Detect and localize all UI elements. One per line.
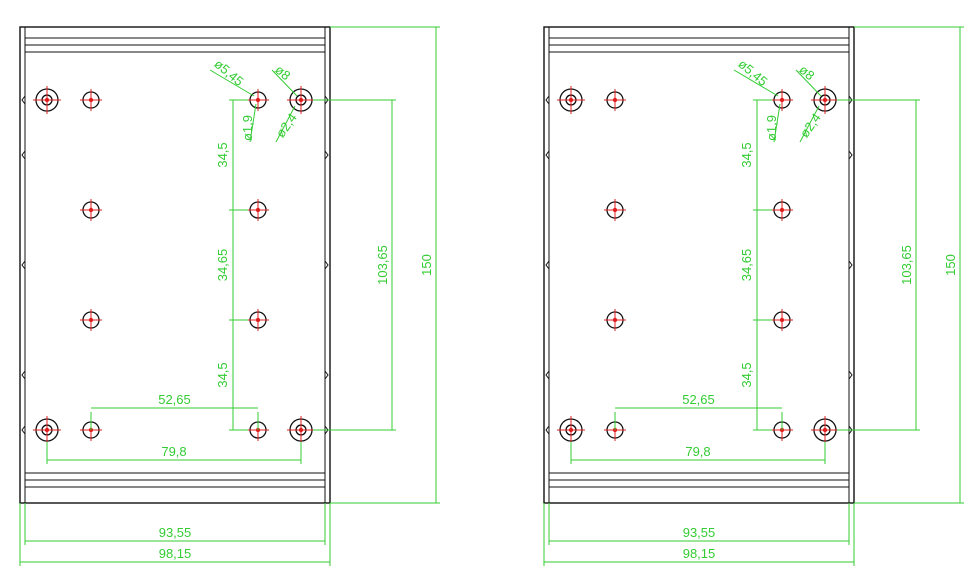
left-notch	[21, 425, 26, 435]
enclosure-view-left: 34,5 34,65 34,5 103,65 150 52,65 79,8 93,55 98,1…	[19, 26, 440, 566]
right-notch	[324, 370, 329, 380]
width-inner-label: 93,55	[159, 525, 192, 540]
width-total-label: 98,15	[683, 546, 716, 561]
leader-dia-outer	[209, 69, 255, 97]
hole-dia-small-label: ø1,9	[764, 115, 779, 141]
leader-dia-small	[773, 103, 781, 143]
pcb-hole	[771, 309, 793, 331]
left-notch	[21, 370, 26, 380]
pcb-hole	[247, 199, 269, 221]
width-outer-holes-label: 79,8	[685, 444, 710, 459]
leader-dia-large	[271, 69, 298, 97]
hole-center	[779, 207, 785, 213]
hole-dia-outer-label: ø5,45	[211, 56, 246, 89]
hole-center	[612, 317, 618, 323]
height-total-label: 150	[419, 254, 434, 276]
hole-center	[298, 97, 304, 103]
left-notch	[21, 150, 26, 160]
mount-hole-large	[811, 416, 839, 444]
pcb-hole	[604, 89, 626, 111]
hole-dia-small-label: ø1,9	[240, 115, 255, 141]
right-notch	[324, 260, 329, 270]
hole-center	[779, 97, 785, 103]
hole-center	[44, 427, 50, 433]
left-notch	[545, 260, 550, 270]
right-notch	[848, 260, 853, 270]
hole-center	[44, 97, 50, 103]
pitch-label-1: 34,5	[215, 142, 230, 167]
hole-dia-large-label: ø8	[272, 62, 293, 83]
mount-hole-large	[287, 416, 315, 444]
hole-center	[822, 427, 828, 433]
pcb-hole	[771, 89, 793, 111]
hole-center	[255, 317, 261, 323]
pitch-label-3: 34,5	[739, 362, 754, 387]
left-notch	[545, 370, 550, 380]
enclosure-view-right: 34,5 34,65 34,5 103,65 150 52,65 79,8 93,55 98,1…	[543, 26, 964, 566]
hole-center	[612, 207, 618, 213]
height-holes-label: 103,65	[375, 245, 390, 285]
width-inner-holes-label: 52,65	[158, 392, 191, 407]
hole-center	[779, 317, 785, 323]
leader-dia-large	[795, 69, 822, 97]
hole-center	[255, 97, 261, 103]
pitch-label-2: 34,65	[739, 249, 754, 282]
pcb-hole	[604, 309, 626, 331]
leader-dia-mid	[799, 105, 820, 143]
right-notch	[848, 370, 853, 380]
left-notch	[545, 150, 550, 160]
leader-dia-outer	[733, 69, 779, 97]
pcb-hole	[247, 309, 269, 331]
hole-center	[822, 97, 828, 103]
pcb-hole	[247, 89, 269, 111]
leader-dia-small	[249, 103, 257, 143]
pcb-hole	[80, 309, 102, 331]
hole-center	[88, 97, 94, 103]
hole-center	[255, 207, 261, 213]
enclosure-body	[19, 26, 331, 504]
pcb-hole	[771, 199, 793, 221]
height-total-label: 150	[943, 254, 958, 276]
hole-center	[88, 207, 94, 213]
width-inner-holes-label: 52,65	[682, 392, 715, 407]
hole-center	[88, 317, 94, 323]
left-notch	[545, 425, 550, 435]
right-notch	[848, 150, 853, 160]
mount-hole-large	[33, 86, 61, 114]
width-outer-holes-label: 79,8	[161, 444, 186, 459]
left-notch	[545, 95, 550, 105]
hole-center	[568, 427, 574, 433]
enclosure-body	[543, 26, 855, 504]
hole-center	[612, 97, 618, 103]
pitch-label-2: 34,65	[215, 249, 230, 282]
mount-hole-large	[557, 86, 585, 114]
pitch-label-1: 34,5	[739, 142, 754, 167]
height-holes-label: 103,65	[899, 245, 914, 285]
mount-hole-large	[557, 416, 585, 444]
width-total-label: 98,15	[159, 546, 192, 561]
right-notch	[324, 150, 329, 160]
hole-dia-mid-label: ø2,4	[273, 110, 300, 140]
pcb-hole	[80, 199, 102, 221]
left-notch	[21, 95, 26, 105]
hole-dia-large-label: ø8	[796, 62, 817, 83]
hole-dia-mid-label: ø2,4	[797, 110, 824, 140]
pcb-hole	[80, 89, 102, 111]
pcb-hole	[604, 199, 626, 221]
width-inner-label: 93,55	[683, 525, 716, 540]
hole-center	[568, 97, 574, 103]
pitch-label-3: 34,5	[215, 362, 230, 387]
left-notch	[21, 260, 26, 270]
hole-center	[298, 427, 304, 433]
leader-dia-mid	[275, 105, 296, 143]
hole-dia-outer-label: ø5,45	[735, 56, 770, 89]
mount-hole-large	[33, 416, 61, 444]
